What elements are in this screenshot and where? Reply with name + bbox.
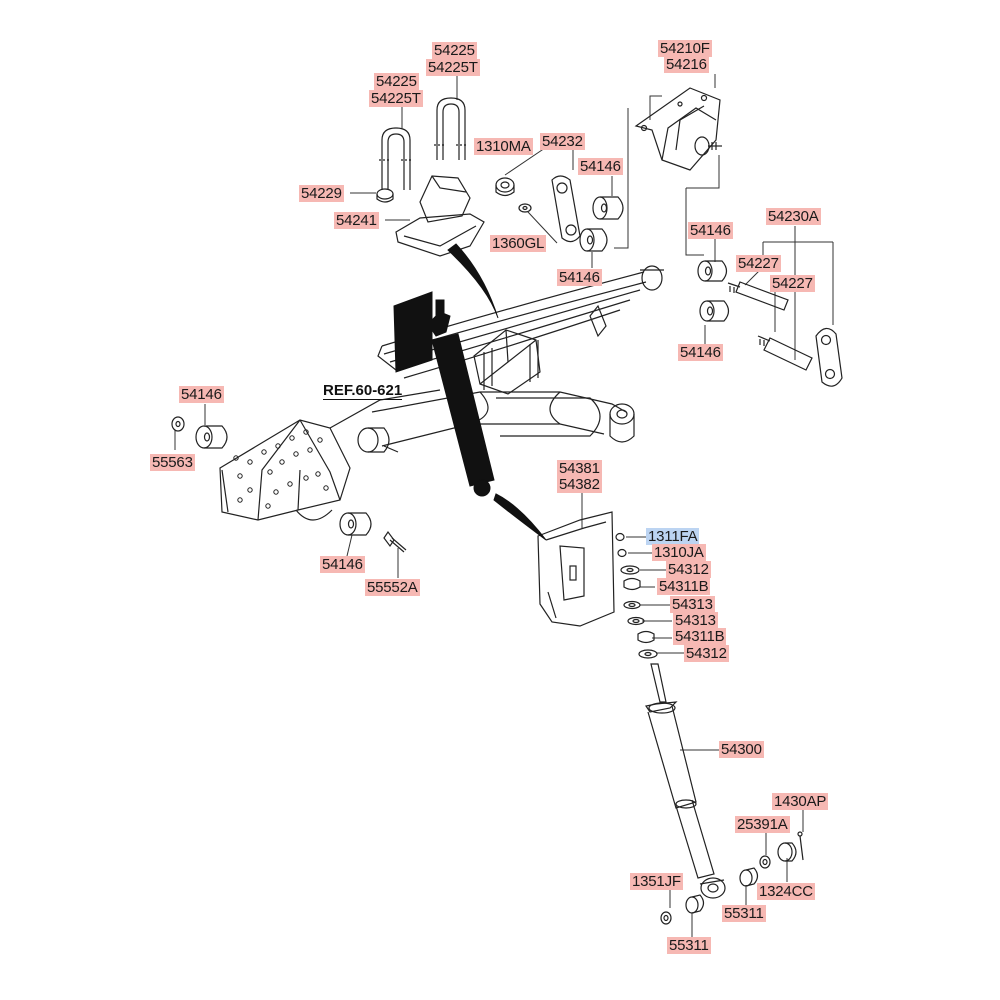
part-label-54232[interactable]: 54232 (540, 133, 585, 150)
part-label-55311[interactable]: 55311 (667, 937, 711, 954)
part-label-54225[interactable]: 54225 (432, 42, 477, 59)
shackle-plate-54230A (815, 327, 843, 387)
shackle-pin-54227-b (757, 335, 813, 371)
part-label-54146[interactable]: 54146 (320, 556, 365, 573)
part-label-55563[interactable]: 55563 (150, 454, 195, 471)
bushing-54146-left (195, 425, 228, 449)
part-label-1311FA[interactable]: 1311FA (646, 528, 700, 545)
part-label-54210F[interactable]: 54210F (658, 40, 712, 57)
part-label-1360GL[interactable]: 1360GL (490, 235, 547, 252)
part-label-54146[interactable]: 54146 (688, 222, 733, 239)
washer-1360GL (518, 203, 532, 213)
leader-lines (174, 74, 834, 937)
part-label-1310MA[interactable]: 1310MA (474, 138, 533, 155)
part-label-54225[interactable]: 54225 (374, 73, 419, 90)
u-bolt-right (434, 97, 468, 160)
part-label-54230A[interactable]: 54230A (766, 208, 821, 225)
nut-54229 (376, 188, 394, 203)
part-label-54241[interactable]: 54241 (334, 212, 379, 229)
part-label-54225T[interactable]: 54225T (369, 90, 423, 107)
part-label-1351JF[interactable]: 1351JF (630, 873, 683, 890)
part-label-54146[interactable]: 54146 (179, 386, 224, 403)
nut-1310MA (495, 177, 515, 197)
part-label-54229[interactable]: 54229 (299, 185, 344, 202)
shock-mount-plate-54381 (537, 511, 615, 627)
part-label-54311B[interactable]: 54311B (673, 628, 727, 645)
bushing-54146-c (697, 260, 728, 282)
reference-label: REF.60-621 (323, 382, 403, 400)
part-label-54225T[interactable]: 54225T (426, 59, 480, 76)
frame-crossmember (219, 389, 441, 521)
solid-shapes (393, 243, 547, 541)
part-label-54227[interactable]: 54227 (770, 275, 815, 292)
part-label-54227[interactable]: 54227 (736, 255, 781, 272)
part-label-1324CC[interactable]: 1324CC (757, 883, 815, 900)
part-label-54300[interactable]: 54300 (719, 741, 764, 758)
bushing-54146-d (699, 300, 730, 322)
part-label-1310JA[interactable]: 1310JA (652, 544, 706, 561)
part-label-54146[interactable]: 54146 (678, 344, 723, 361)
part-label-54146[interactable]: 54146 (557, 269, 602, 286)
part-label-25391A[interactable]: 25391A (735, 816, 790, 833)
spring-pad-54241 (395, 175, 485, 257)
u-bolt-left (379, 127, 413, 190)
part-label-54313[interactable]: 54313 (670, 596, 715, 613)
mount-hardware-stack (615, 532, 658, 659)
part-label-54382[interactable]: 54382 (557, 476, 602, 493)
shock-absorber-54300 (645, 663, 726, 899)
part-label-1430AP[interactable]: 1430AP (772, 793, 829, 810)
shackle-plate-54232 (551, 175, 581, 243)
hanger-bracket-54210F (634, 87, 722, 171)
part-label-54381[interactable]: 54381 (557, 460, 602, 477)
bolt-55552A (383, 530, 407, 553)
part-label-54216[interactable]: 54216 (664, 56, 709, 73)
axle-housing (371, 391, 635, 447)
shackle-pin-54227-a (727, 281, 789, 311)
bushing-54146-a (592, 196, 624, 220)
part-label-54313[interactable]: 54313 (673, 612, 718, 629)
part-label-54311B[interactable]: 54311B (657, 578, 711, 595)
nut-55563 (171, 416, 185, 432)
part-label-54312[interactable]: 54312 (684, 645, 729, 662)
part-label-54312[interactable]: 54312 (666, 561, 711, 578)
lower-mount-hardware (660, 831, 804, 925)
bushing-54146-bottom (339, 512, 372, 536)
bushing-near-axle (357, 427, 399, 453)
part-label-55311[interactable]: 55311 (722, 905, 766, 922)
part-label-55552A[interactable]: 55552A (365, 579, 420, 596)
part-label-54146[interactable]: 54146 (578, 158, 623, 175)
bushing-54146-b (579, 228, 608, 252)
